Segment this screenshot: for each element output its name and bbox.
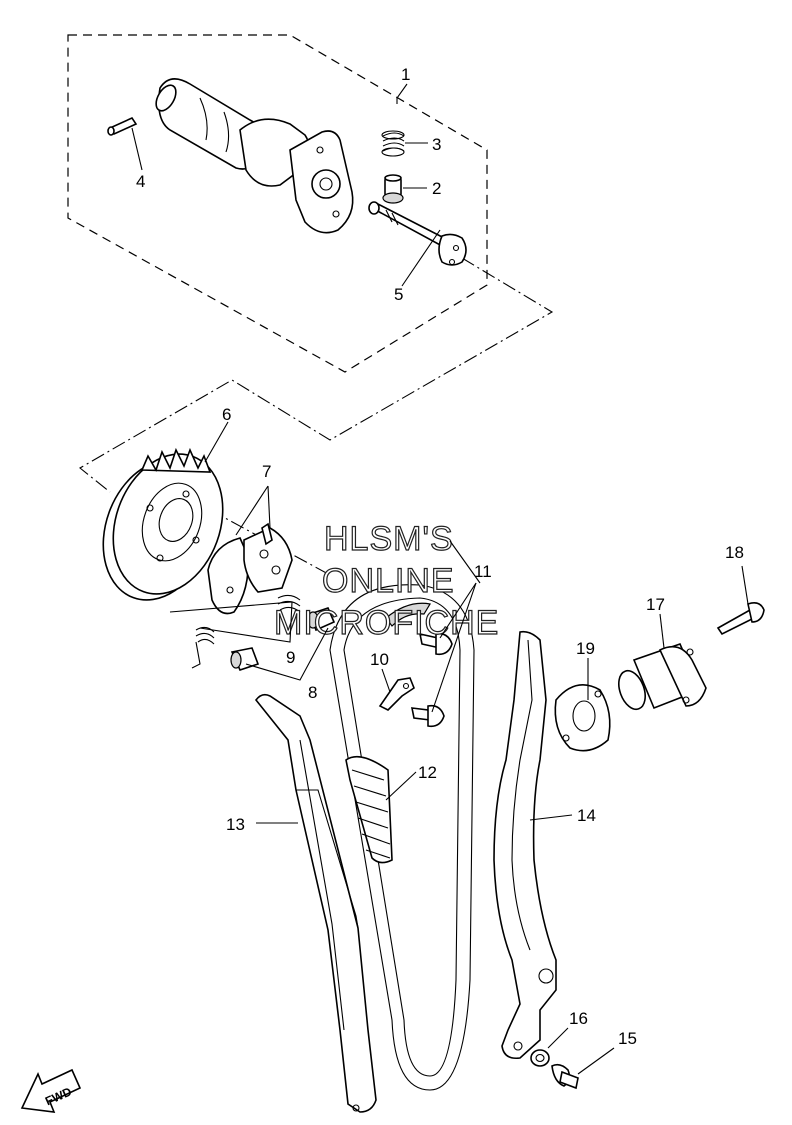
chain-tensioner-guide[interactable] — [493, 630, 557, 1060]
callout-13: 13 — [226, 815, 245, 834]
assembly-boundary — [67, 34, 488, 373]
camshaft[interactable] — [152, 78, 354, 234]
callout-14: 14 — [577, 806, 596, 825]
cam-chain-tensioner[interactable] — [614, 643, 707, 713]
collar[interactable] — [530, 1049, 550, 1067]
callout-17: 17 — [646, 595, 665, 614]
callout-8: 8 — [308, 683, 317, 702]
callout-9: 9 — [286, 648, 295, 667]
leader-lines — [131, 83, 749, 1075]
watermark-line-3: MICROFICHE — [274, 604, 499, 642]
dowel-pin[interactable] — [107, 116, 138, 136]
tensioner-gasket[interactable] — [554, 684, 611, 752]
cam-sprocket-bolt[interactable] — [230, 607, 336, 671]
callout-16: 16 — [569, 1009, 588, 1028]
watermark-line-1: HLSM'S — [324, 520, 454, 558]
decompressor-plate[interactable] — [207, 522, 293, 615]
callout-19: 19 — [576, 639, 595, 658]
decompressor-shaft[interactable] — [368, 201, 467, 266]
tensioner-bolt[interactable] — [716, 602, 765, 636]
callout-12: 12 — [418, 763, 437, 782]
cam-sprocket[interactable] — [85, 439, 242, 616]
callout-3: 3 — [432, 135, 441, 154]
watermark: HLSM'S ONLINE MICROFICHE — [273, 519, 499, 642]
decompressor-spring[interactable] — [381, 130, 405, 157]
callout-5: 5 — [394, 285, 403, 304]
callout-2: 2 — [432, 179, 441, 198]
cam-chain[interactable] — [329, 584, 475, 1091]
callout-15: 15 — [618, 1029, 637, 1048]
callout-1: 1 — [401, 65, 410, 84]
tensioner-guide-bolt[interactable] — [551, 1063, 579, 1090]
decompressor-plunger[interactable] — [382, 174, 404, 204]
callout-18: 18 — [725, 543, 744, 562]
chain-guide-front[interactable] — [254, 693, 377, 1113]
callout-numbers: 1 2 3 4 5 6 7 8 9 10 11 12 13 14 15 16 1… — [136, 65, 744, 1048]
callout-6: 6 — [222, 405, 231, 424]
timing-chain-links[interactable] — [345, 755, 393, 864]
forward-direction-arrow: FWD — [20, 1068, 82, 1113]
callout-11: 11 — [474, 562, 492, 581]
watermark-line-2: ONLINE — [322, 562, 455, 600]
callout-10: 10 — [370, 650, 389, 669]
chain-guide-stopper[interactable] — [378, 677, 415, 711]
projection-line-upper — [79, 257, 554, 493]
callout-4: 4 — [136, 172, 145, 191]
bolt-set[interactable] — [410, 632, 453, 728]
callout-7: 7 — [262, 462, 271, 481]
